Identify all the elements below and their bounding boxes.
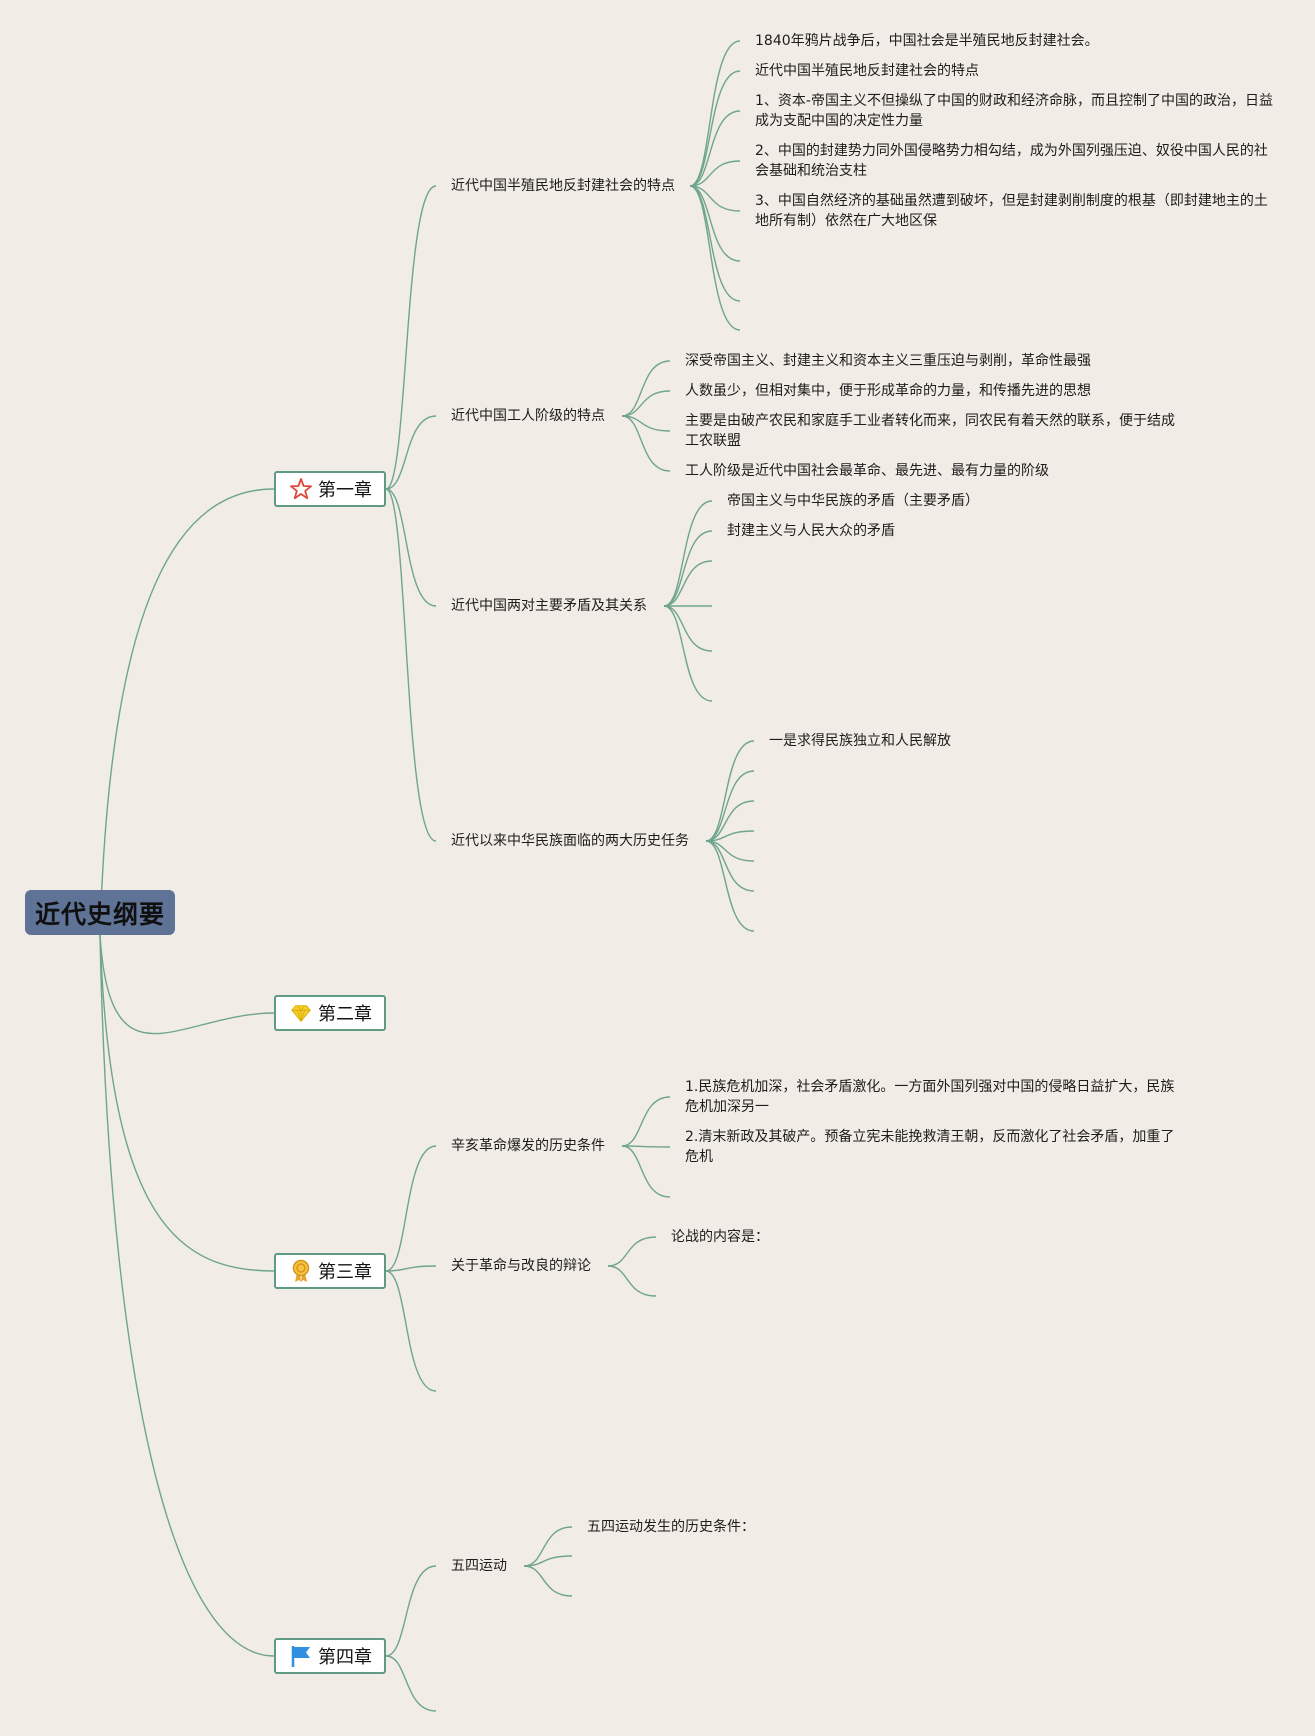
leaf-connector xyxy=(663,500,713,607)
chapter-node-3[interactable]: 第三章 xyxy=(274,1253,386,1289)
leaf-item[interactable]: 2.清末新政及其破产。预备立宪未能挽救清王朝，反而激化了社会矛盾，加重了危机 xyxy=(685,1129,1175,1165)
leaf-connector xyxy=(689,160,741,187)
leaf-connector xyxy=(689,185,741,302)
chapter-label: 第三章 xyxy=(318,1262,372,1283)
root-node[interactable]: 近代史纲要 xyxy=(25,890,175,935)
leaf-connector xyxy=(663,605,713,652)
chapter-connector xyxy=(385,488,437,842)
leaf-connector xyxy=(663,530,713,607)
chapter-label: 第四章 xyxy=(318,1647,372,1668)
leaf-connector xyxy=(705,800,755,842)
leaf-connector xyxy=(621,415,671,432)
leaf-connector xyxy=(689,110,741,187)
root-connector xyxy=(99,934,275,1035)
topic-two-contradictions[interactable]: 近代中国两对主要矛盾及其关系 xyxy=(451,598,647,614)
leaf-item[interactable]: 封建主义与人民大众的矛盾 xyxy=(727,523,895,539)
leaf-connector xyxy=(689,70,741,187)
leaf-connector xyxy=(689,185,741,262)
leaf-item[interactable]: 五四运动发生的历史条件： xyxy=(587,1519,755,1535)
leaf-connector xyxy=(607,1265,657,1297)
topic-may-fourth[interactable]: 五四运动 xyxy=(451,1558,507,1574)
leaf-connector xyxy=(621,1145,671,1198)
root-connector xyxy=(99,934,275,1272)
leaf-connector xyxy=(523,1555,573,1567)
leaf-item[interactable]: 论战的内容是： xyxy=(671,1229,769,1245)
leaf-item[interactable]: 一是求得民族独立和人民解放 xyxy=(769,733,951,749)
blue-flag-icon xyxy=(288,1643,314,1669)
leaf-item[interactable]: 深受帝国主义、封建主义和资本主义三重压迫与剥削，革命性最强 xyxy=(685,353,1091,369)
leaf-item[interactable]: 1.民族危机加深，社会矛盾激化。一方面外国列强对中国的侵略日益扩大，民族危机加深… xyxy=(685,1079,1175,1115)
leaf-connector xyxy=(523,1526,573,1567)
root-connector xyxy=(99,934,275,1657)
chapter-node-4[interactable]: 第四章 xyxy=(274,1638,386,1674)
chapter-connector xyxy=(385,1265,437,1272)
chapter-connector xyxy=(385,1655,437,1712)
chapter-node-1[interactable]: 第一章 xyxy=(274,471,386,507)
leaf-connector xyxy=(705,740,755,842)
leaf-item[interactable]: 人数虽少，但相对集中，便于形成革命的力量，和传播先进的思想 xyxy=(685,383,1091,399)
leaf-item[interactable]: 1、资本-帝国主义不但操纵了中国的财政和经济命脉，而且控制了中国的政治，日益成为… xyxy=(755,93,1273,129)
leaf-item[interactable]: 2、中国的封建势力同外国侵略势力相勾结，成为外国列强压迫、奴役中国人民的社会基础… xyxy=(755,143,1268,179)
gem-icon xyxy=(288,1000,314,1026)
red-star-icon xyxy=(288,476,314,502)
topic-xinhai-conditions[interactable]: 辛亥革命爆发的历史条件 xyxy=(451,1138,605,1154)
leaf-connector xyxy=(663,605,713,702)
chapter-label: 第二章 xyxy=(318,1004,372,1025)
chapter-connector xyxy=(385,1565,437,1657)
leaf-connector xyxy=(621,415,671,472)
chapter-connector xyxy=(385,1145,437,1272)
leaf-connector xyxy=(663,560,713,607)
leaf-connector xyxy=(621,390,671,417)
leaf-connector xyxy=(621,1096,671,1147)
leaf-connector xyxy=(621,360,671,417)
leaf-connector xyxy=(689,40,741,187)
leaf-connector xyxy=(621,1145,671,1148)
root-title: 近代史纲要 xyxy=(34,899,165,929)
root-connector xyxy=(99,488,275,936)
topic-working-class-features[interactable]: 近代中国工人阶级的特点 xyxy=(451,408,605,424)
leaf-item[interactable]: 3、中国自然经济的基础虽然遭到破坏，但是封建剥削制度的根基（即封建地主的土地所有… xyxy=(755,193,1268,229)
leaf-connector xyxy=(705,840,755,892)
leaf-connector xyxy=(689,185,741,212)
topic-revolution-reform-debate[interactable]: 关于革命与改良的辩论 xyxy=(451,1258,591,1274)
award-medal-icon xyxy=(288,1258,314,1284)
chapter-connector xyxy=(385,415,437,490)
leaf-connector xyxy=(607,1236,657,1267)
chapter-connector xyxy=(385,1270,437,1392)
chapter-connector xyxy=(385,488,437,607)
topic-semicolonial-features[interactable]: 近代中国半殖民地反封建社会的特点 xyxy=(451,178,675,194)
chapter-node-2[interactable]: 第二章 xyxy=(274,995,386,1031)
chapter-label: 第一章 xyxy=(318,480,372,501)
leaf-connector xyxy=(705,840,755,932)
leaf-connector xyxy=(705,770,755,842)
leaf-item[interactable]: 主要是由破产农民和家庭手工业者转化而来，同农民有着天然的联系，便于结成工农联盟 xyxy=(685,413,1175,449)
leaf-item[interactable]: 工人阶级是近代中国社会最革命、最先进、最有力量的阶级 xyxy=(685,463,1049,479)
leaf-connector xyxy=(523,1565,573,1597)
leaf-item[interactable]: 近代中国半殖民地反封建社会的特点 xyxy=(755,63,979,79)
leaf-item[interactable]: 1840年鸦片战争后，中国社会是半殖民地反封建社会。 xyxy=(755,33,1099,49)
topic-two-historical-tasks[interactable]: 近代以来中华民族面临的两大历史任务 xyxy=(451,833,689,849)
leaf-item[interactable]: 帝国主义与中华民族的矛盾（主要矛盾） xyxy=(727,493,979,509)
leaf-connector xyxy=(689,185,741,331)
chapter-connector xyxy=(385,185,437,490)
